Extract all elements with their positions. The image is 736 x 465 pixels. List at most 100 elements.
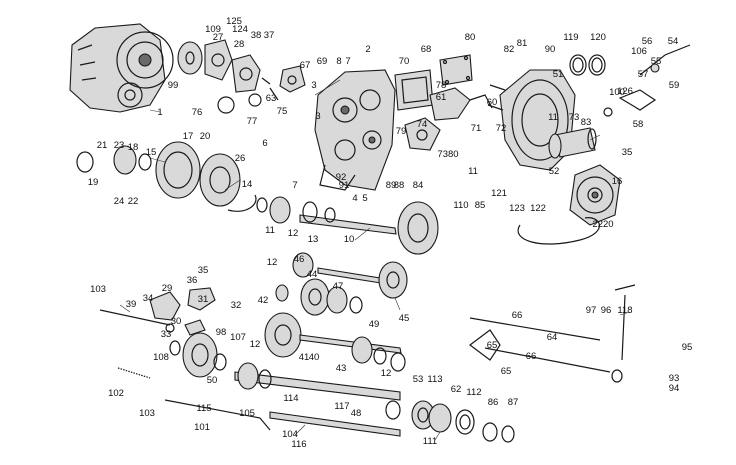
- callout-82-label: 82: [503, 44, 515, 55]
- callout-21-label: 21: [96, 140, 108, 151]
- callout-59-label: 59: [668, 80, 680, 91]
- callout-33-label: 33: [160, 329, 172, 340]
- callout-29-label: 29: [161, 283, 173, 294]
- callout-22-label: 22: [127, 196, 139, 207]
- callout-99-label: 99: [167, 80, 179, 91]
- callout-8-label: 8: [336, 56, 342, 67]
- gear-icon: [76, 141, 257, 212]
- callout-110-label: 110: [453, 200, 469, 211]
- callout-48-label: 48: [350, 408, 362, 419]
- callout-102-label: 102: [108, 388, 124, 399]
- callout-91-label: 91: [338, 180, 350, 191]
- callout-27-label: 27: [212, 32, 224, 43]
- callout-20-label: 20: [199, 131, 211, 142]
- callout-89-label: 89: [385, 180, 397, 191]
- callout-46-label: 46: [293, 254, 305, 265]
- callout-32-label: 32: [230, 300, 242, 311]
- callout-65-label: 65: [486, 340, 498, 351]
- callout-42-label: 42: [257, 295, 269, 306]
- callout-66-label: 66: [511, 310, 523, 321]
- leader-lines: [119, 79, 631, 441]
- callout-117-label: 117: [334, 401, 350, 412]
- callout-64-label: 64: [546, 332, 558, 343]
- callout-35-label: 35: [197, 265, 209, 276]
- callout-16-label: 16: [611, 176, 623, 187]
- callout-55-label: 55: [650, 56, 662, 67]
- callout-86-label: 86: [487, 397, 499, 408]
- callout-26-label: 26: [234, 153, 246, 164]
- callout-123-label: 123: [509, 203, 525, 214]
- seal-ring-icon: [569, 54, 606, 76]
- callout-65-label: 65: [500, 366, 512, 377]
- callout-7-label: 7: [292, 180, 298, 191]
- callout-12-label: 12: [266, 257, 278, 268]
- callout-3-label: 3: [311, 80, 317, 91]
- shift-lever-icon: [603, 44, 691, 117]
- callout-115-label: 115: [196, 403, 212, 414]
- callout-11-label: 11: [265, 225, 275, 236]
- callout-126-label: 126: [617, 86, 633, 97]
- main-shaft-icon: [117, 362, 401, 437]
- callout-121-label: 121: [491, 188, 507, 199]
- clutch-housing-icon: [177, 39, 262, 114]
- callout-7-label: 7: [345, 56, 351, 67]
- cover-plate-icon: [394, 54, 473, 111]
- callout-3-label: 3: [315, 111, 321, 122]
- callout-63-label: 63: [265, 93, 277, 104]
- callout-4-label: 4: [352, 193, 358, 204]
- callout-70-label: 70: [398, 56, 410, 67]
- synchro-hub-icon: [169, 332, 227, 378]
- callout-49-label: 49: [368, 319, 380, 330]
- callout-104-label: 104: [282, 429, 298, 440]
- synchro-ring-icon: [385, 400, 515, 443]
- callout-83-label: 83: [580, 117, 592, 128]
- callout-41-label: 41: [298, 352, 310, 363]
- callout-12-label: 12: [249, 339, 261, 350]
- callout-44-label: 44: [306, 269, 318, 280]
- callout-13-label: 13: [307, 234, 319, 245]
- callout-77-label: 77: [246, 116, 258, 127]
- callout-105-label: 105: [239, 408, 255, 419]
- callout-28-label: 28: [233, 39, 245, 50]
- callout-94-label: 94: [668, 383, 680, 394]
- callout-118-label: 118: [617, 305, 633, 316]
- callout-53-label: 53: [412, 374, 424, 385]
- callout-17-label: 17: [182, 131, 194, 142]
- engine-casing-icon: [69, 23, 174, 113]
- callout-35-label: 35: [621, 147, 633, 158]
- callout-74-label: 74: [416, 119, 428, 130]
- callout-93-label: 93: [668, 373, 680, 384]
- callout-73-label: 73: [568, 112, 580, 123]
- shaft-icon: [256, 196, 439, 255]
- callout-37-label: 37: [263, 30, 275, 41]
- callout-2-label: 2: [365, 44, 371, 55]
- callout-119-label: 119: [563, 32, 579, 43]
- callout-98-label: 98: [215, 327, 227, 338]
- callout-14-label: 14: [241, 179, 253, 190]
- callout-107-label: 107: [230, 332, 246, 343]
- callout-43-label: 43: [335, 363, 347, 374]
- callout-106-label: 106: [631, 46, 647, 57]
- gearbox-casing-icon: [314, 69, 396, 191]
- callout-7380-label: 7380: [437, 149, 459, 160]
- callout-66-label: 66: [525, 351, 537, 362]
- callout-52-label: 52: [548, 166, 560, 177]
- callout-15-label: 15: [145, 147, 157, 158]
- callout-114-label: 114: [283, 393, 299, 404]
- callout-71-label: 71: [470, 123, 482, 134]
- callout-103-label: 103: [139, 408, 155, 419]
- callout-38-label: 38: [250, 30, 262, 41]
- callout-10-label: 10: [343, 234, 355, 245]
- callout-84-label: 84: [412, 180, 424, 191]
- callout-47-label: 47: [332, 281, 344, 292]
- callout-124-label: 124: [232, 24, 248, 35]
- callout-85-label: 85: [474, 200, 486, 211]
- callout-90-label: 90: [544, 44, 556, 55]
- callout-12-label: 12: [380, 368, 392, 379]
- callout-111-label: 111: [422, 436, 438, 447]
- callout-92-label: 92: [335, 172, 347, 183]
- callout-103-label: 103: [90, 284, 106, 295]
- callout-80-label: 80: [464, 32, 476, 43]
